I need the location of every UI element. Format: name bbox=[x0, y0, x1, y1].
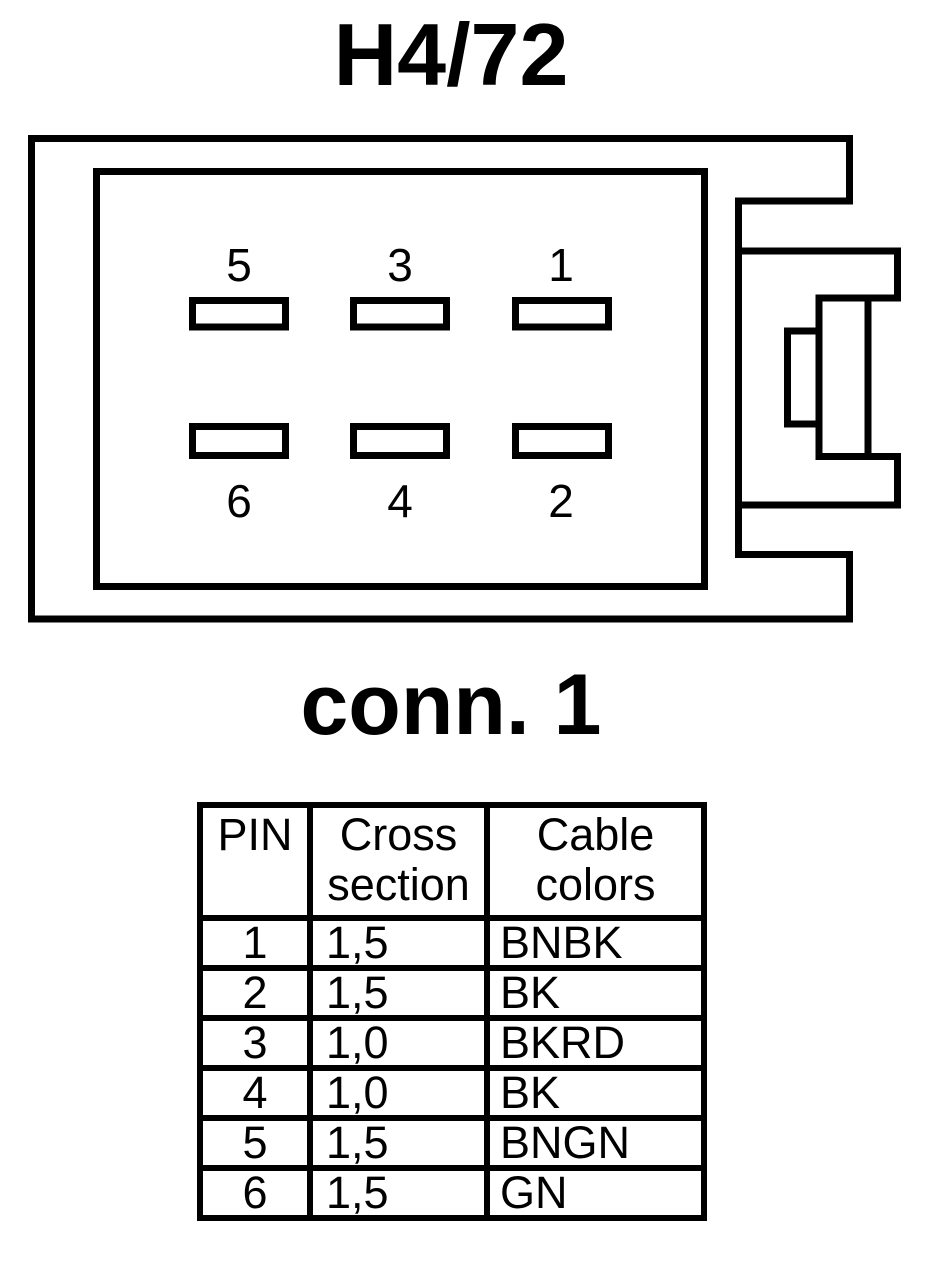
pin-label-6: 6 bbox=[226, 475, 252, 527]
table-row: 5 1,5 BNGN bbox=[197, 1115, 707, 1171]
pin-slot-5 bbox=[189, 297, 289, 331]
latch-bracket-outline bbox=[738, 247, 901, 509]
cable-color-cell: BK bbox=[484, 1065, 707, 1121]
pin-slot-3 bbox=[350, 297, 450, 331]
pin-label-1: 1 bbox=[548, 239, 574, 291]
table-header-row: PIN Cross section Cable colors bbox=[197, 802, 707, 921]
pin-cell: 4 bbox=[197, 1065, 313, 1121]
cable-color-cell: GN bbox=[484, 1165, 707, 1221]
col-header-cross-section: Cross section bbox=[307, 802, 490, 921]
pin-label-5: 5 bbox=[226, 239, 252, 291]
pin-label-3: 3 bbox=[387, 239, 413, 291]
cross-section-cell: 1,5 bbox=[307, 965, 490, 1021]
connector-shell-outline bbox=[28, 135, 853, 623]
pin-label-4: 4 bbox=[387, 475, 413, 527]
cross-section-cell: 1,5 bbox=[307, 1115, 490, 1171]
pin-cell: 6 bbox=[197, 1165, 313, 1221]
cross-section-cell: 1,5 bbox=[307, 1165, 490, 1221]
cable-color-cell: BNBK bbox=[484, 915, 707, 971]
cable-color-cell: BKRD bbox=[484, 1015, 707, 1071]
col-header-cable-colors: Cable colors bbox=[484, 802, 707, 921]
col-header-pin: PIN bbox=[197, 802, 313, 921]
table-row: 2 1,5 BK bbox=[197, 965, 707, 1021]
connector-diagram: 5 3 1 6 4 2 bbox=[28, 135, 901, 623]
pin-slot-2 bbox=[512, 423, 612, 459]
pin-cell: 1 bbox=[197, 915, 313, 971]
pin-cell: 3 bbox=[197, 1015, 313, 1071]
table-row: 3 1,0 BKRD bbox=[197, 1015, 707, 1071]
cross-section-cell: 1,0 bbox=[307, 1015, 490, 1071]
pin-slot-1 bbox=[512, 297, 612, 331]
cable-color-cell: BNGN bbox=[484, 1115, 707, 1171]
table-row: 4 1,0 BK bbox=[197, 1065, 707, 1121]
pin-cell: 5 bbox=[197, 1115, 313, 1171]
table-row: 1 1,5 BNBK bbox=[197, 915, 707, 971]
pin-cell: 2 bbox=[197, 965, 313, 1021]
cross-section-cell: 1,5 bbox=[307, 915, 490, 971]
latch-inner-tab-outline bbox=[784, 327, 819, 428]
connector-name-label: conn. 1 bbox=[300, 657, 602, 753]
pin-slot-4 bbox=[350, 423, 450, 459]
cable-color-cell: BK bbox=[484, 965, 707, 1021]
table-row: 6 1,5 GN bbox=[197, 1165, 707, 1221]
cross-section-cell: 1,0 bbox=[307, 1065, 490, 1121]
pin-label-2: 2 bbox=[548, 475, 574, 527]
connector-cavity-outline bbox=[93, 168, 708, 590]
page-title: H4/72 bbox=[333, 5, 569, 104]
pinout-table: PIN Cross section Cable colors 1 1,5 BNB… bbox=[197, 802, 707, 1221]
pin-slot-6 bbox=[189, 423, 289, 459]
